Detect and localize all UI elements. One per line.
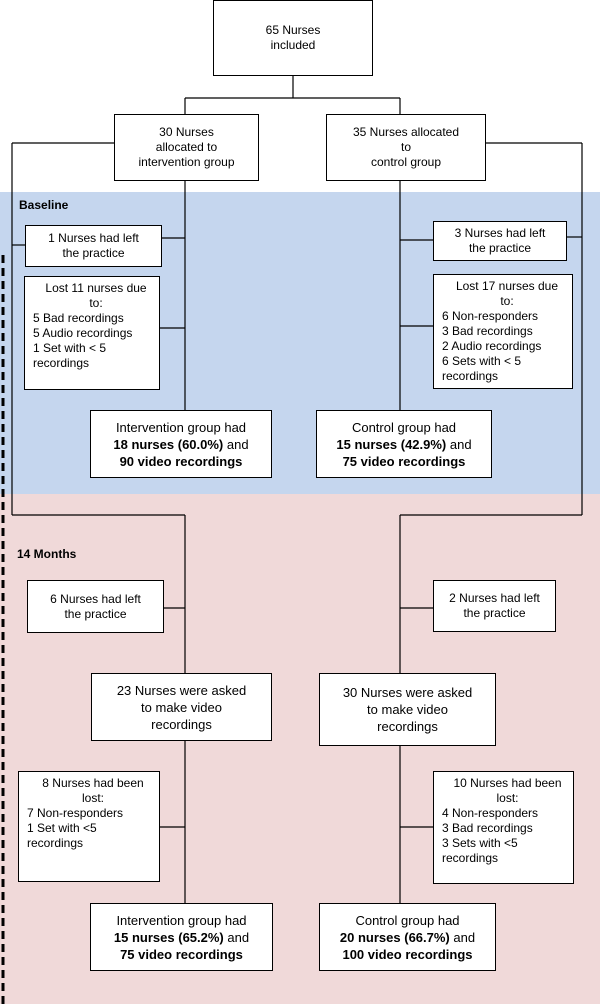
baseline-label: Baseline: [19, 198, 69, 212]
box-line: Lost 17 nurses due: [455, 279, 559, 293]
box-line: control group: [370, 155, 442, 169]
result-and: and: [449, 929, 476, 945]
result-and: and: [223, 929, 250, 945]
box-line: 35 Nurses allocated: [352, 125, 460, 139]
box-line: 8 Nurses had been: [42, 776, 144, 790]
box-line: Intervention group had: [115, 419, 247, 435]
box-line: 1 Set with < 5: [33, 341, 107, 355]
box-line: intervention group: [138, 155, 235, 169]
box-line: 5 Bad recordings: [33, 311, 124, 325]
box-line: included: [270, 38, 316, 52]
result-and: and: [223, 436, 249, 452]
control-allocation-box: 35 Nurses allocated to control group: [326, 114, 486, 181]
box-line: 30 Nurses: [159, 125, 214, 139]
box-line: recordings: [27, 836, 84, 850]
box-line: recordings: [442, 851, 499, 865]
result-nurses: 20 nurses (66.7%): [339, 929, 450, 945]
box-line: 4 Non-responders: [442, 806, 539, 820]
baseline-intervention-lost-box: Lost 11 nurses due to: 5 Bad recordings …: [24, 276, 160, 390]
box-line: the practice: [468, 241, 532, 255]
baseline-control-result-box: Control group had 15 nurses (42.9%) and …: [316, 410, 492, 478]
box-line: 15 nurses (65.2%) and: [114, 929, 249, 946]
box-line: 75 video recordings: [343, 453, 466, 470]
box-line: 2 Nurses had left: [449, 591, 540, 605]
box-line: 6 Nurses had left: [50, 591, 141, 606]
box-line: 5 Audio recordings: [33, 326, 133, 340]
box-line: the practice: [64, 606, 127, 621]
box-line: Intervention group had: [116, 912, 247, 928]
box-line: Lost 11 nurses due: [45, 281, 147, 295]
box-line: 3 Sets with <5: [442, 836, 518, 850]
box-line: recordings: [442, 369, 499, 383]
box-line: Control group had: [351, 419, 457, 435]
box-line: 2 Audio recordings: [442, 339, 542, 353]
box-line: 30 Nurses were asked: [342, 685, 473, 700]
result-nurses: 15 nurses (42.9%): [336, 436, 447, 452]
result-recordings: 90 video recordings: [119, 453, 243, 469]
months-label: 14 Months: [17, 547, 77, 561]
months-control-asked-box: 30 Nurses were asked to make video recor…: [319, 673, 496, 746]
baseline-control-left-box: 3 Nurses had left the practice: [433, 221, 567, 261]
intervention-allocation-box: 30 Nurses allocated to intervention grou…: [114, 114, 259, 181]
box-line: 10 Nurses had been: [453, 776, 562, 790]
result-nurses: 15 nurses (65.2%): [113, 929, 224, 945]
months-intervention-left-box: 6 Nurses had left the practice: [27, 580, 164, 633]
box-line: 1 Nurses had left: [48, 231, 139, 245]
nurses-included-box: 65 Nurses included: [213, 0, 373, 76]
result-recordings: 75 video recordings: [120, 946, 243, 962]
result-recordings: 75 video recordings: [342, 453, 466, 469]
box-line: the practice: [62, 246, 125, 260]
box-line: lost:: [81, 791, 104, 805]
months-control-result-box: Control group had 20 nurses (66.7%) and …: [319, 903, 496, 971]
box-line: Control group had: [355, 912, 460, 928]
box-line: 1 Set with <5: [27, 821, 97, 835]
box-line: recordings: [151, 716, 212, 732]
months-control-lost-box: 10 Nurses had been lost: 4 Non-responder…: [433, 771, 574, 884]
baseline-control-lost-box: Lost 17 nurses due to: 6 Non-responders …: [433, 274, 573, 389]
months-intervention-result-box: Intervention group had 15 nurses (65.2%)…: [90, 903, 273, 971]
result-and: and: [446, 436, 472, 452]
box-line: allocated to: [155, 140, 218, 154]
box-line: 23 Nurses were asked: [116, 682, 247, 698]
box-line: recordings: [377, 719, 438, 734]
box-line: 100 video recordings: [342, 946, 472, 963]
box-line: the practice: [463, 606, 526, 620]
box-line: 7 Non-responders: [27, 806, 124, 820]
result-nurses: 18 nurses (60.0%): [113, 436, 224, 452]
box-line: to make video: [141, 699, 222, 715]
baseline-intervention-left-box: 1 Nurses had left the practice: [25, 225, 162, 267]
box-line: 6 Sets with < 5: [442, 354, 522, 368]
box-line: 3 Bad recordings: [442, 821, 533, 835]
months-intervention-asked-box: 23 Nurses were asked to make video recor…: [91, 673, 272, 741]
box-line: 65 Nurses: [265, 23, 321, 37]
result-recordings: 100 video recordings: [342, 946, 473, 962]
box-line: 75 video recordings: [120, 946, 243, 963]
box-line: 15 nurses (42.9%) and: [336, 436, 471, 453]
box-line: 20 nurses (66.7%) and: [340, 929, 475, 946]
box-line: 3 Bad recordings: [442, 324, 533, 338]
box-line: to make video: [367, 702, 448, 717]
box-line: to: [400, 140, 411, 154]
months-intervention-lost-box: 8 Nurses had been lost: 7 Non-responders…: [18, 771, 160, 882]
box-line: lost:: [496, 791, 519, 805]
box-line: 3 Nurses had left: [454, 226, 546, 240]
baseline-intervention-result-box: Intervention group had 18 nurses (60.0%)…: [90, 410, 272, 478]
box-line: 90 video recordings: [120, 453, 243, 470]
box-line: 6 Non-responders: [442, 309, 539, 323]
box-line: 18 nurses (60.0%) and: [113, 436, 248, 453]
box-line: to:: [500, 294, 514, 308]
box-line: recordings: [33, 356, 90, 370]
box-line: to:: [89, 296, 103, 310]
months-control-left-box: 2 Nurses had left the practice: [433, 580, 556, 632]
